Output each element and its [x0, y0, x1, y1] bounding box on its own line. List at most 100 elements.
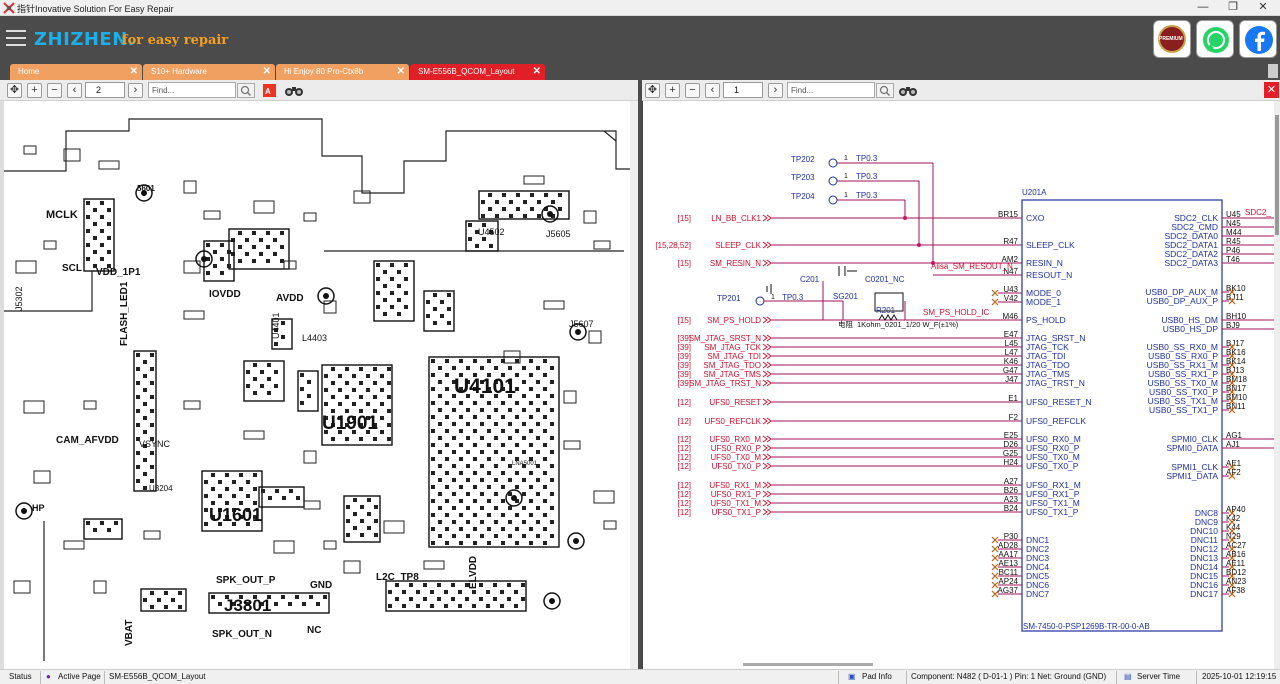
- zoom-out-button[interactable]: −: [685, 83, 700, 98]
- pcb-part[interactable]: [383, 520, 405, 534]
- premium-button[interactable]: PREMIUM: [1153, 20, 1191, 58]
- close-tab-icon[interactable]: ✕: [396, 66, 405, 77]
- pcb-component[interactable]: [133, 350, 157, 492]
- pcb-part[interactable]: [543, 300, 565, 310]
- pcb-part[interactable]: [588, 330, 602, 344]
- pcb-component[interactable]: [140, 588, 187, 612]
- pcb-part[interactable]: [98, 160, 120, 170]
- fit-icon[interactable]: ✥: [645, 83, 660, 98]
- maximize-button[interactable]: ❐: [1228, 1, 1238, 13]
- pdf-icon[interactable]: A: [262, 83, 277, 98]
- pcb-part[interactable]: [243, 430, 265, 440]
- pcb-testpoint[interactable]: [15, 502, 33, 520]
- next-page-button[interactable]: ›: [768, 83, 783, 98]
- close-tab-icon[interactable]: ✕: [262, 66, 271, 77]
- pcb-part[interactable]: [83, 400, 97, 410]
- pcb-part[interactable]: [33, 470, 51, 484]
- page-input[interactable]: 2: [85, 82, 125, 98]
- pcb-part[interactable]: [523, 175, 545, 185]
- pcb-component[interactable]: [423, 290, 455, 332]
- pcb-part[interactable]: [593, 490, 615, 504]
- pcb-component[interactable]: [208, 592, 330, 614]
- panel-divider[interactable]: [638, 80, 642, 669]
- pcb-component[interactable]: [465, 220, 499, 252]
- pcb-part[interactable]: [283, 260, 297, 270]
- pcb-testpoint[interactable]: [317, 287, 335, 305]
- pcb-component[interactable]: [243, 360, 285, 402]
- close-panel-button[interactable]: ✕: [1264, 82, 1279, 98]
- pcb-part[interactable]: [203, 210, 221, 220]
- pcb-part[interactable]: [23, 400, 45, 414]
- pcb-component[interactable]: [228, 228, 290, 270]
- page-input[interactable]: 1: [723, 82, 763, 98]
- menu-icon[interactable]: [6, 30, 26, 46]
- prev-page-button[interactable]: ‹: [67, 83, 82, 98]
- pcb-part[interactable]: [43, 240, 57, 250]
- pcb-testpoint[interactable]: [569, 323, 587, 341]
- right-scrollbar[interactable]: [1274, 101, 1280, 669]
- prev-page-button[interactable]: ‹: [705, 83, 720, 98]
- pcb-testpoint[interactable]: [541, 205, 559, 223]
- facebook-button[interactable]: [1239, 20, 1277, 58]
- tab-scroll[interactable]: [1268, 64, 1278, 78]
- pcb-part[interactable]: [15, 260, 37, 274]
- pcb-part[interactable]: [563, 390, 577, 404]
- next-page-button[interactable]: ›: [128, 83, 143, 98]
- pcb-part[interactable]: [183, 400, 201, 410]
- pcb-component[interactable]: [258, 486, 305, 508]
- zoom-out-button[interactable]: −: [47, 83, 62, 98]
- zoom-in-button[interactable]: +: [27, 83, 42, 98]
- pcb-part[interactable]: [563, 440, 581, 450]
- find-input[interactable]: [148, 82, 236, 98]
- pcb-part[interactable]: [273, 540, 295, 554]
- tab-home[interactable]: Home✕: [10, 64, 142, 80]
- pcb-part[interactable]: [303, 450, 317, 464]
- pcb-part[interactable]: [63, 148, 81, 162]
- pcb-layout-view[interactable]: MCLK SCL VDD_1P1 IOVDD AVDD CAM_AFVDD U1…: [0, 101, 638, 669]
- pcb-testpoint[interactable]: [543, 592, 561, 610]
- pcb-part[interactable]: [303, 500, 321, 510]
- close-tab-icon[interactable]: ✕: [532, 66, 541, 77]
- pcb-part[interactable]: [63, 540, 85, 550]
